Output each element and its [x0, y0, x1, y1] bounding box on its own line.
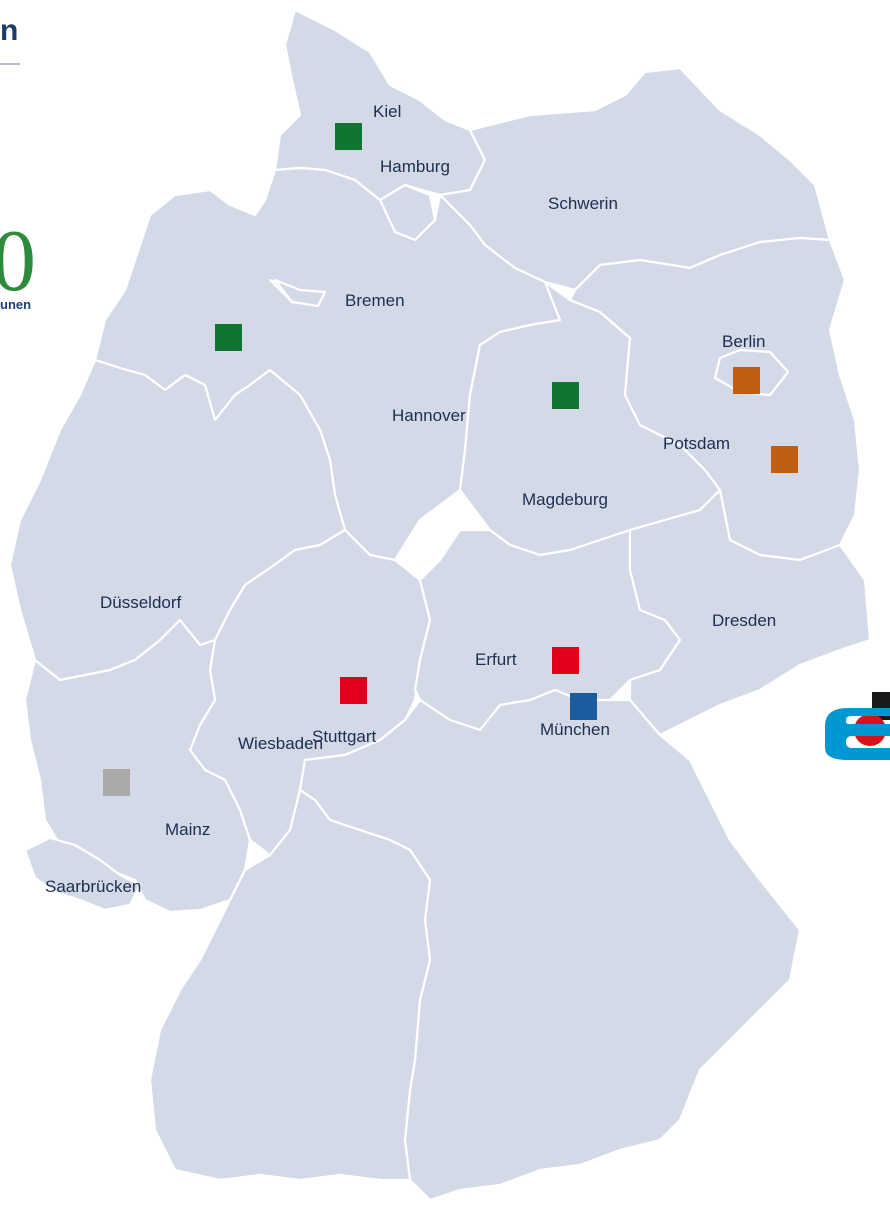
state-bremen[interactable]: [273, 278, 327, 308]
title-underline: [0, 63, 20, 65]
city-markers: [103, 123, 798, 796]
city-label-mainz: Mainz: [165, 820, 210, 839]
city-marker-mainz[interactable]: [103, 769, 130, 796]
city-marker-erfurt[interactable]: [552, 647, 579, 674]
state-saarland[interactable]: [23, 836, 142, 912]
partner-logos: [825, 692, 890, 760]
partner-logo-red-icon: [854, 692, 890, 746]
city-marker-hamburg[interactable]: [335, 123, 362, 150]
city-label-saarbrücken: Saarbrücken: [45, 877, 141, 896]
city-label-dresden: Dresden: [712, 611, 776, 630]
city-label-schwerin: Schwerin: [548, 194, 618, 213]
city-label-kiel: Kiel: [373, 102, 401, 121]
city-marker-münchen[interactable]: [570, 693, 597, 720]
city-label-hamburg: Hamburg: [380, 157, 450, 176]
city-label-wiesbaden: Wiesbaden: [238, 734, 323, 753]
city-label-magdeburg: Magdeburg: [522, 490, 608, 509]
partner-logo-blue-icon: [825, 708, 890, 760]
city-label-stuttgart: Stuttgart: [312, 727, 377, 746]
city-label-düsseldorf: Düsseldorf: [100, 593, 182, 612]
state-baden-wuerttemberg[interactable]: [148, 788, 432, 1182]
partner-logo-text: unen: [0, 297, 32, 312]
state-sachsen[interactable]: [628, 488, 872, 737]
city-label-berlin: Berlin: [722, 332, 765, 351]
city-marker-potsdam[interactable]: [771, 446, 798, 473]
city-label-hannover: Hannover: [392, 406, 466, 425]
city-marker-berlin[interactable]: [733, 367, 760, 394]
city-label-erfurt: Erfurt: [475, 650, 517, 669]
city-label-münchen: München: [540, 720, 610, 739]
city-label-bremen: Bremen: [345, 291, 405, 310]
city-marker-hannover[interactable]: [215, 324, 242, 351]
city-marker-magdeburg[interactable]: [552, 382, 579, 409]
city-label-potsdam: Potsdam: [663, 434, 730, 453]
partner-logo-number: 0: [0, 213, 36, 310]
city-marker-wiesbaden[interactable]: [340, 677, 367, 704]
page-title-fragment: n: [0, 14, 19, 47]
